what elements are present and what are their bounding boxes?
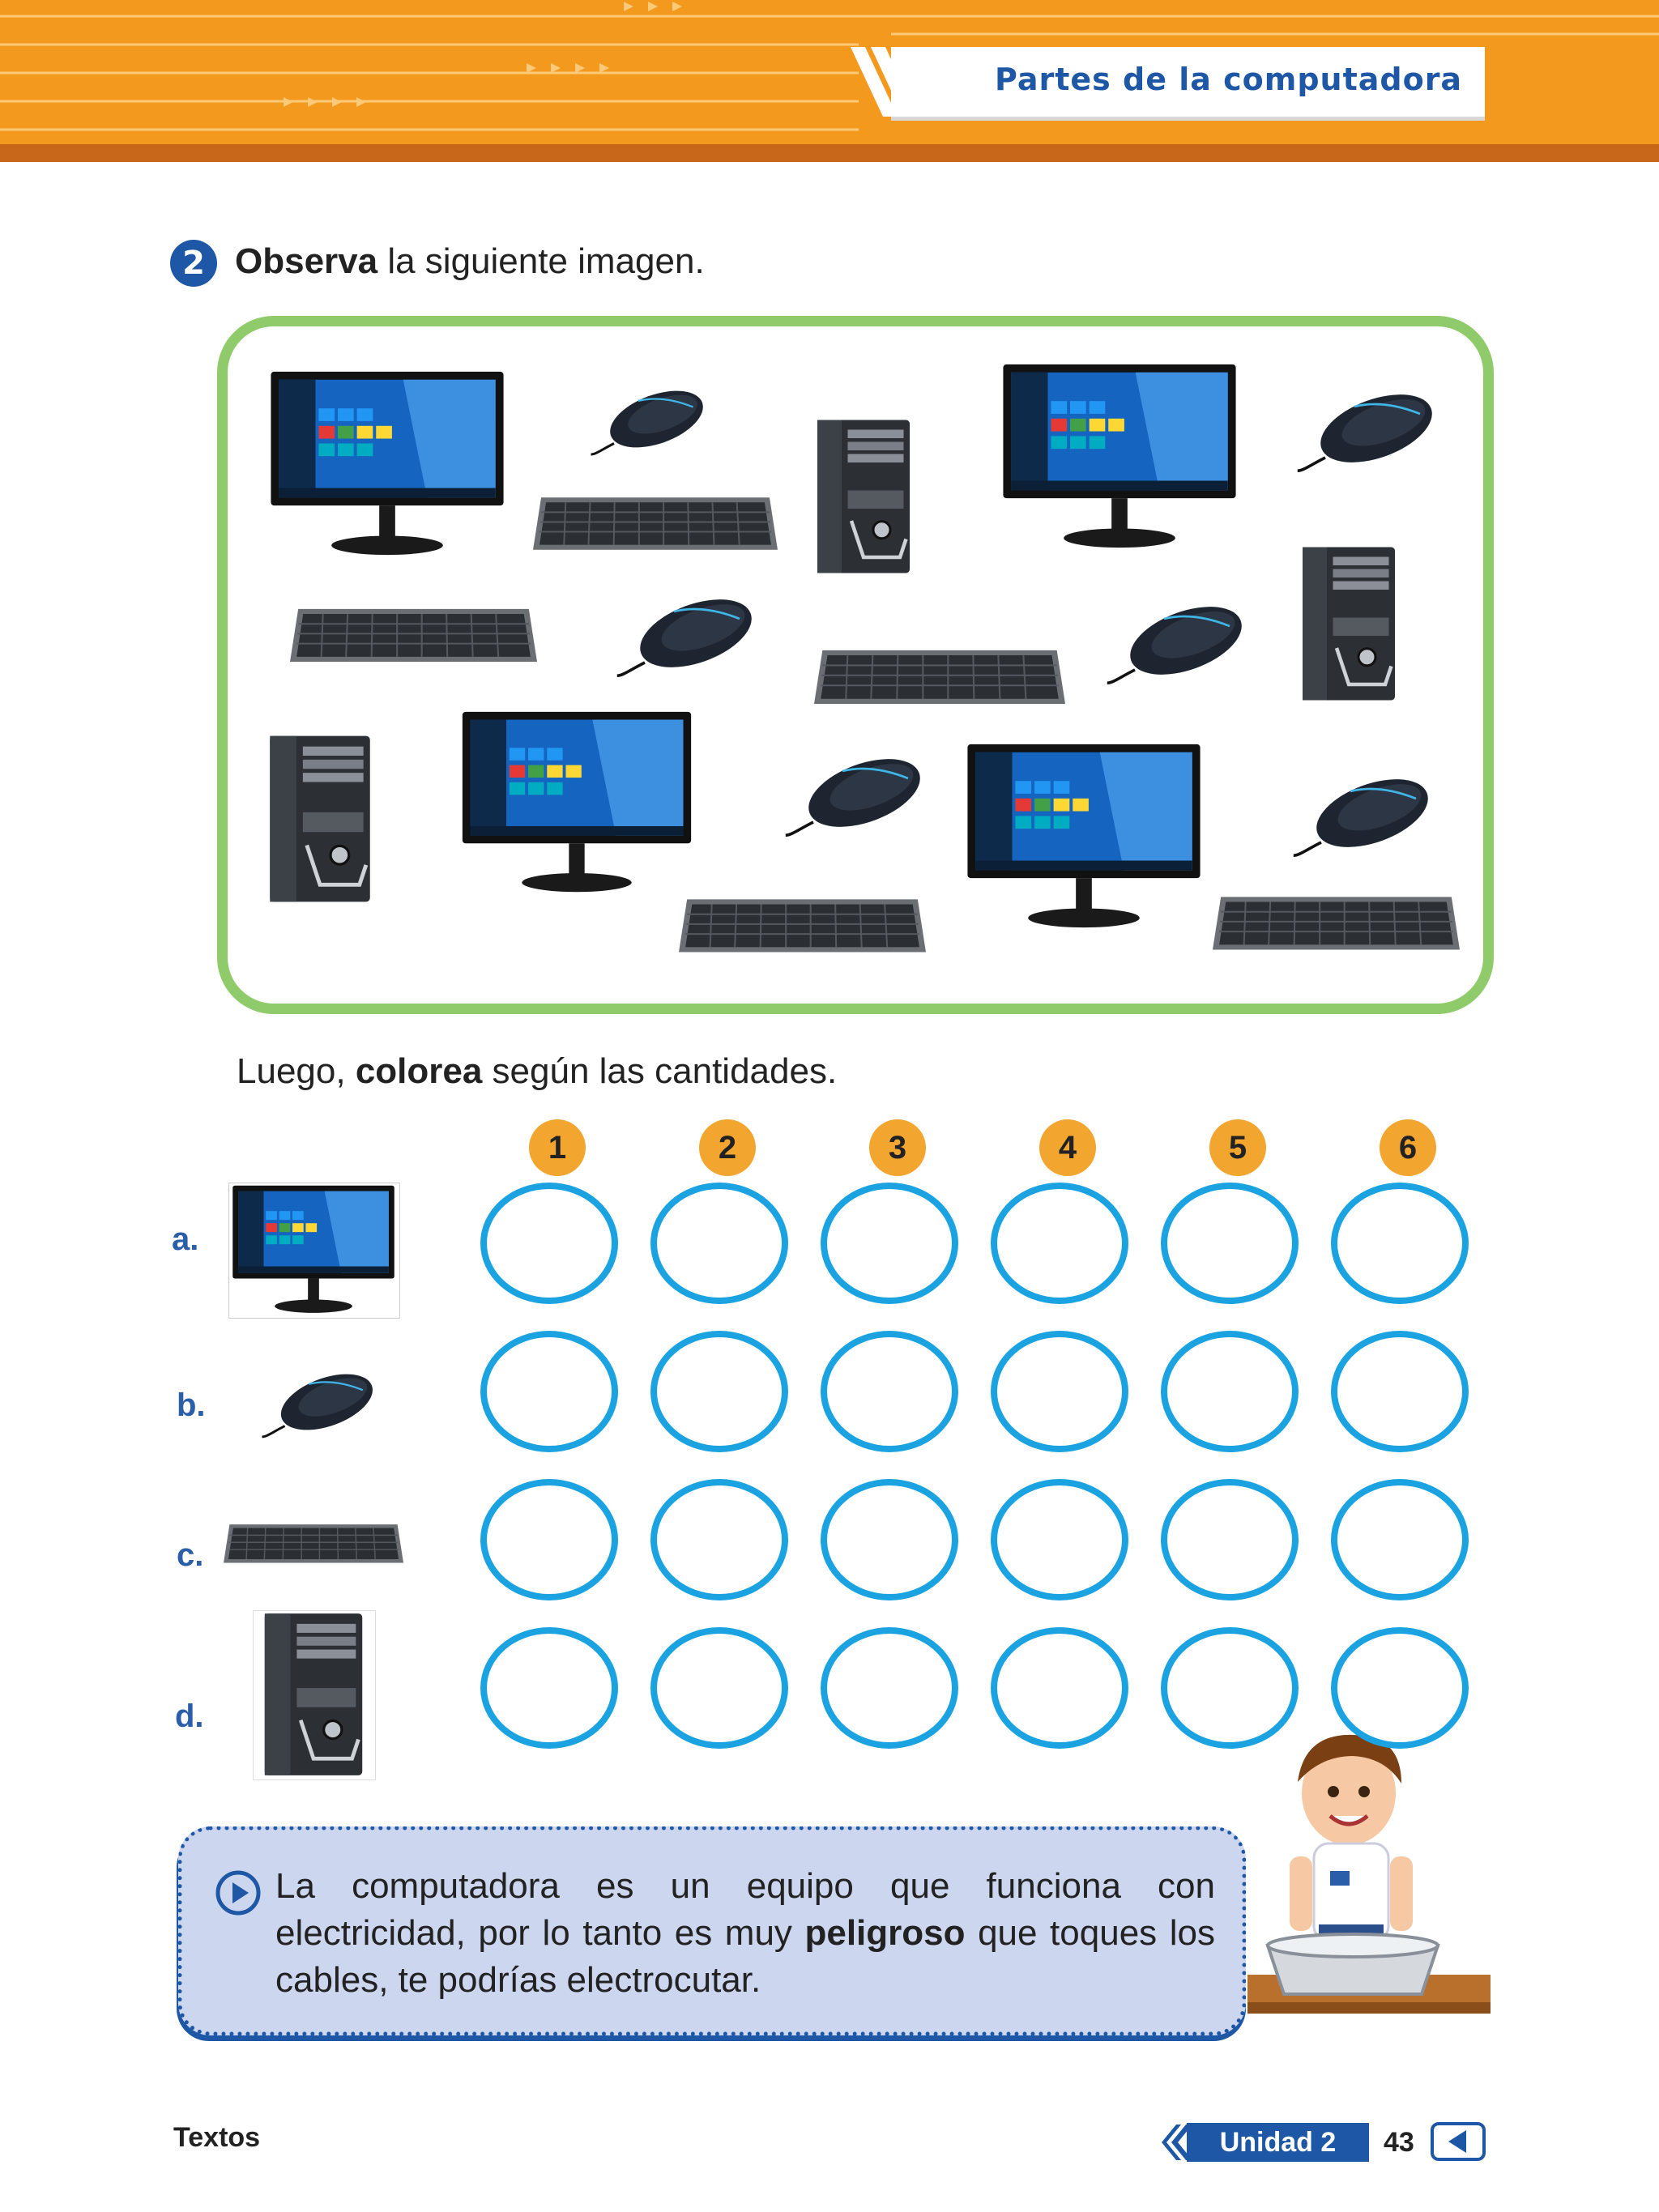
monitor-picture: [964, 741, 1204, 932]
note-text-post: que toques los cables, te podrías electr…: [275, 1913, 1215, 2000]
color-instruction-bold: colorea: [355, 1051, 483, 1091]
count-number-2: 2: [699, 1119, 756, 1176]
count-circle-c-6[interactable]: [1331, 1479, 1469, 1600]
count-circle-a-3[interactable]: [821, 1183, 958, 1304]
section-title-box: Partes de la computadora: [891, 47, 1485, 121]
count-circle-b-3[interactable]: [821, 1331, 958, 1452]
page-number: 43: [1384, 2127, 1414, 2158]
count-number-5: 5: [1209, 1119, 1266, 1176]
mouse-picture: [590, 373, 711, 466]
mouse-picture: [1296, 381, 1442, 476]
play-circle-icon: [215, 1870, 261, 1916]
mouse-picture: [1292, 765, 1438, 861]
count-circle-c-4[interactable]: [991, 1479, 1128, 1600]
count-circle-d-3[interactable]: [821, 1627, 958, 1749]
row-a-monitor: [228, 1183, 400, 1319]
chevron-left-icon: [1162, 2125, 1192, 2160]
boy-illustration: [1247, 1734, 1491, 2014]
monitor-picture: [458, 709, 695, 897]
cpu-tower-picture: [267, 717, 373, 921]
row-label-c: c.: [177, 1537, 204, 1573]
count-circle-b-2[interactable]: [650, 1331, 788, 1452]
keyboard-picture: [290, 607, 537, 668]
count-number-6: 6: [1380, 1119, 1436, 1176]
count-circle-d-5[interactable]: [1161, 1627, 1299, 1749]
count-circle-b-6[interactable]: [1331, 1331, 1469, 1452]
count-number-1: 1: [529, 1119, 586, 1176]
footer-publisher: Textos: [173, 2122, 261, 2153]
header-band: Partes de la computadora: [0, 0, 1659, 162]
cpu-tower-picture: [815, 395, 912, 598]
mouse-picture: [784, 745, 930, 841]
keyboard-picture: [814, 648, 1065, 711]
keyboard-picture: [1213, 895, 1460, 957]
count-number-3: 3: [869, 1119, 926, 1176]
safety-note-text: La computadora es un equipo que funciona…: [275, 1863, 1215, 2004]
unit-tag: Unidad 2: [1187, 2123, 1369, 2162]
color-instruction-pre: Luego,: [237, 1051, 356, 1091]
row-label-d: d.: [175, 1698, 204, 1734]
color-instruction: Luego, colorea según las cantidades.: [237, 1051, 837, 1092]
count-circle-c-1[interactable]: [480, 1479, 618, 1600]
monitor-icon: [229, 1183, 398, 1316]
header-bottom-strip: [0, 144, 1659, 162]
count-circle-a-6[interactable]: [1331, 1183, 1469, 1304]
mouse-picture: [1106, 591, 1252, 690]
count-circle-b-1[interactable]: [480, 1331, 618, 1452]
count-circle-d-1[interactable]: [480, 1627, 618, 1749]
row-d-cpu: [253, 1610, 376, 1780]
section-title: Partes de la computadora: [995, 62, 1463, 97]
note-text-bold: peligroso: [804, 1913, 966, 1953]
count-circle-a-2[interactable]: [650, 1183, 788, 1304]
count-circle-a-1[interactable]: [480, 1183, 618, 1304]
count-circle-d-6[interactable]: [1331, 1627, 1469, 1749]
row-c-keyboard-icon: [224, 1523, 403, 1568]
row-label-a: a.: [172, 1221, 199, 1257]
monitor-picture: [267, 369, 507, 560]
count-circle-a-4[interactable]: [991, 1183, 1128, 1304]
keyboard-picture: [533, 496, 778, 556]
cpu-tower-picture: [1300, 522, 1397, 725]
count-circle-c-2[interactable]: [650, 1479, 788, 1600]
monitor-picture: [1000, 361, 1239, 552]
instruction-rest: la siguiente imagen.: [377, 241, 705, 281]
note-text-pre: La computadora es un equipo que funciona…: [275, 1866, 1215, 1953]
keyboard-picture: [679, 897, 926, 959]
row-b-mouse-icon: [261, 1362, 381, 1442]
activity-instruction: Observa la siguiente imagen.: [235, 241, 705, 282]
back-arrow-icon[interactable]: [1431, 2122, 1486, 2161]
mouse-picture: [616, 585, 761, 682]
row-label-b: b.: [177, 1387, 206, 1423]
cpu-tower-icon: [254, 1611, 373, 1778]
safety-note-box: La computadora es un equipo que funciona…: [178, 1826, 1246, 2035]
count-circle-c-3[interactable]: [821, 1479, 958, 1600]
count-circle-b-4[interactable]: [991, 1331, 1128, 1452]
count-circle-a-5[interactable]: [1161, 1183, 1299, 1304]
count-number-4: 4: [1039, 1119, 1096, 1176]
instruction-bold: Observa: [235, 241, 378, 281]
activity-number-badge: 2: [170, 240, 217, 287]
count-circle-b-5[interactable]: [1161, 1331, 1299, 1452]
count-circle-c-5[interactable]: [1161, 1479, 1299, 1600]
count-circle-d-2[interactable]: [650, 1627, 788, 1749]
color-instruction-post: según las cantidades.: [482, 1051, 838, 1091]
count-circle-d-4[interactable]: [991, 1627, 1128, 1749]
